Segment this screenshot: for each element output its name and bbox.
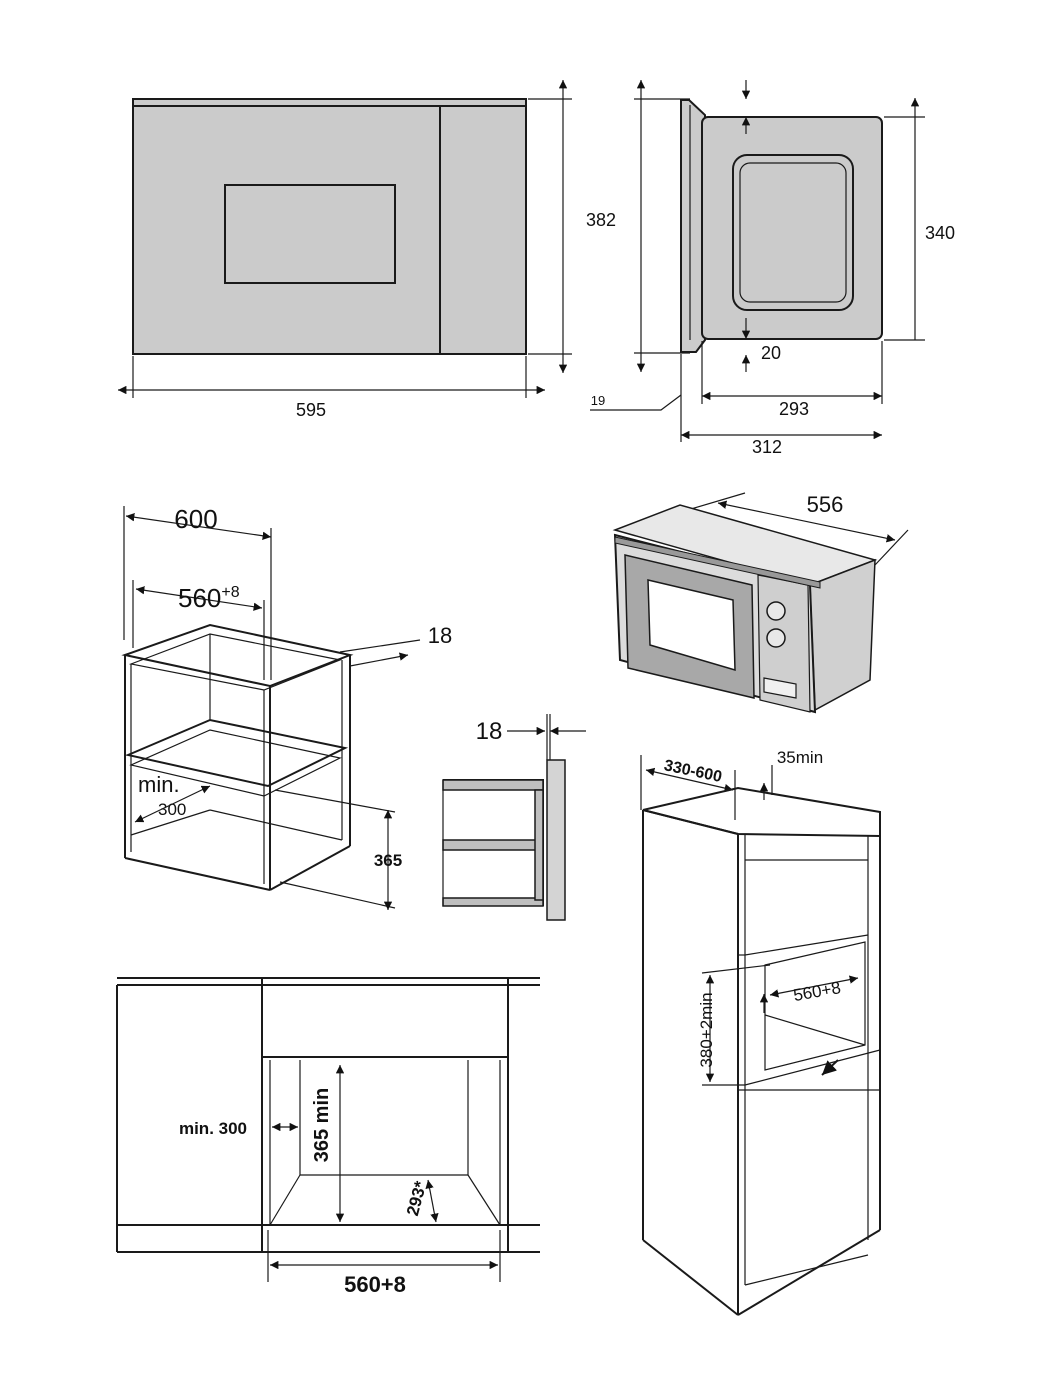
front-height-label: 382: [586, 210, 616, 230]
side-view: 20 340 293 312 19: [590, 80, 955, 457]
timer-knob-icon: [766, 601, 786, 621]
wall-width-label: 560+8: [344, 1272, 406, 1297]
side-height-label: 340: [925, 223, 955, 243]
panel-side-wall: [546, 759, 566, 921]
wall-unit: min. 300 365 min 293* 560+8: [116, 977, 540, 1297]
tall-height-label: 380+2min: [697, 992, 716, 1067]
appliance-width-label: 556: [807, 492, 844, 517]
front-body: [132, 105, 527, 355]
front-view: 595 382: [118, 80, 616, 420]
side-body-depth-label: 293: [779, 399, 809, 419]
side-window-outer: [732, 154, 854, 311]
cabinet-opening-tolerance: +8: [221, 584, 239, 601]
wall-min-label: min. 300: [179, 1119, 247, 1138]
cabinet-panel-label: 18: [428, 623, 452, 648]
tall-gap-label: 35min: [777, 748, 823, 767]
cabinet-shelf: [124, 718, 349, 788]
side-frame: [680, 99, 706, 353]
wall-depth-label: 293*: [403, 1179, 431, 1218]
tall-unit: 330-600 35min 380+2min 560+8: [640, 748, 881, 1316]
side-body: [701, 116, 883, 340]
panel-thickness-label: 18: [476, 718, 503, 745]
side-offset-label: 20: [761, 343, 781, 363]
svg-text:560+8: 560+8: [178, 583, 240, 613]
door-window: [224, 184, 396, 284]
cabinet-opening-label: 560: [178, 583, 221, 613]
side-window-inner: [739, 162, 847, 303]
tall-depth-label: 330-600: [662, 757, 723, 786]
cabinet-width-label: 600: [174, 504, 217, 534]
appliance-window: [647, 579, 736, 672]
door-release-button: [763, 677, 797, 699]
appliance-3d: 556: [612, 492, 909, 714]
tall-opening-label: 560+8: [792, 978, 842, 1005]
front-width-label: 595: [296, 400, 326, 420]
wall-height-label: 365 min: [311, 1088, 333, 1162]
cabinet-height-label: 365: [374, 851, 402, 870]
side-frame-label: 19: [591, 393, 605, 408]
cabinet-min-text: min.: [138, 772, 180, 797]
power-knob-icon: [766, 628, 786, 648]
cabinet-isometric: 600 560+8 18 min. 300 365: [121, 504, 452, 910]
panel-detail: 18: [442, 714, 586, 921]
side-depth-label: 312: [752, 437, 782, 457]
front-top-trim: [132, 98, 527, 107]
